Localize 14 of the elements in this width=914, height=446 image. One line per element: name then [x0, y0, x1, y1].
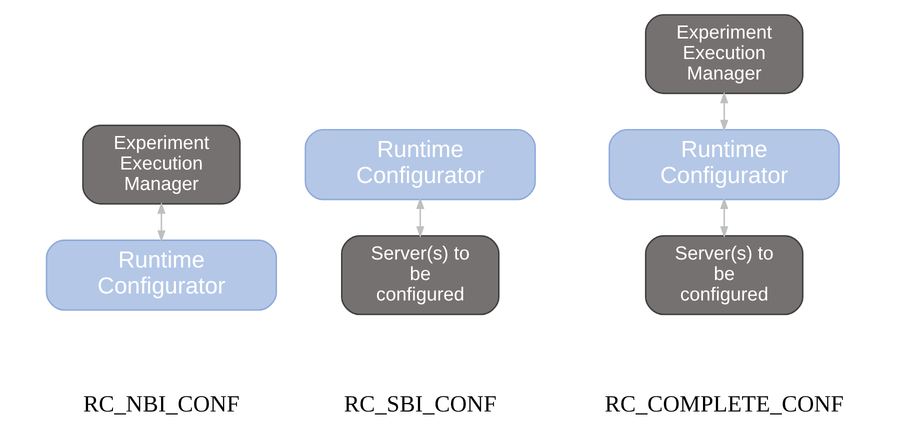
- label: RC_NBI_CONF: [83, 391, 240, 418]
- arrow: [416, 196, 424, 238]
- arrow: [720, 196, 728, 238]
- node-box: Experiment Execution Manager: [82, 124, 241, 204]
- label: RC_COMPLETE_CONF: [604, 391, 844, 418]
- node-box: Runtime Configurator: [304, 128, 536, 200]
- label: RC_SBI_CONF: [344, 391, 497, 418]
- node-box: Server(s) to be configured: [341, 234, 500, 315]
- node-box: Runtime Configurator: [608, 128, 840, 200]
- node-box: Runtime Configurator: [46, 239, 278, 310]
- arrow: [720, 91, 728, 132]
- arrow: [157, 202, 166, 242]
- node-box: Server(s) to be configured: [644, 234, 804, 315]
- node-box: Experiment Execution Manager: [644, 14, 804, 94]
